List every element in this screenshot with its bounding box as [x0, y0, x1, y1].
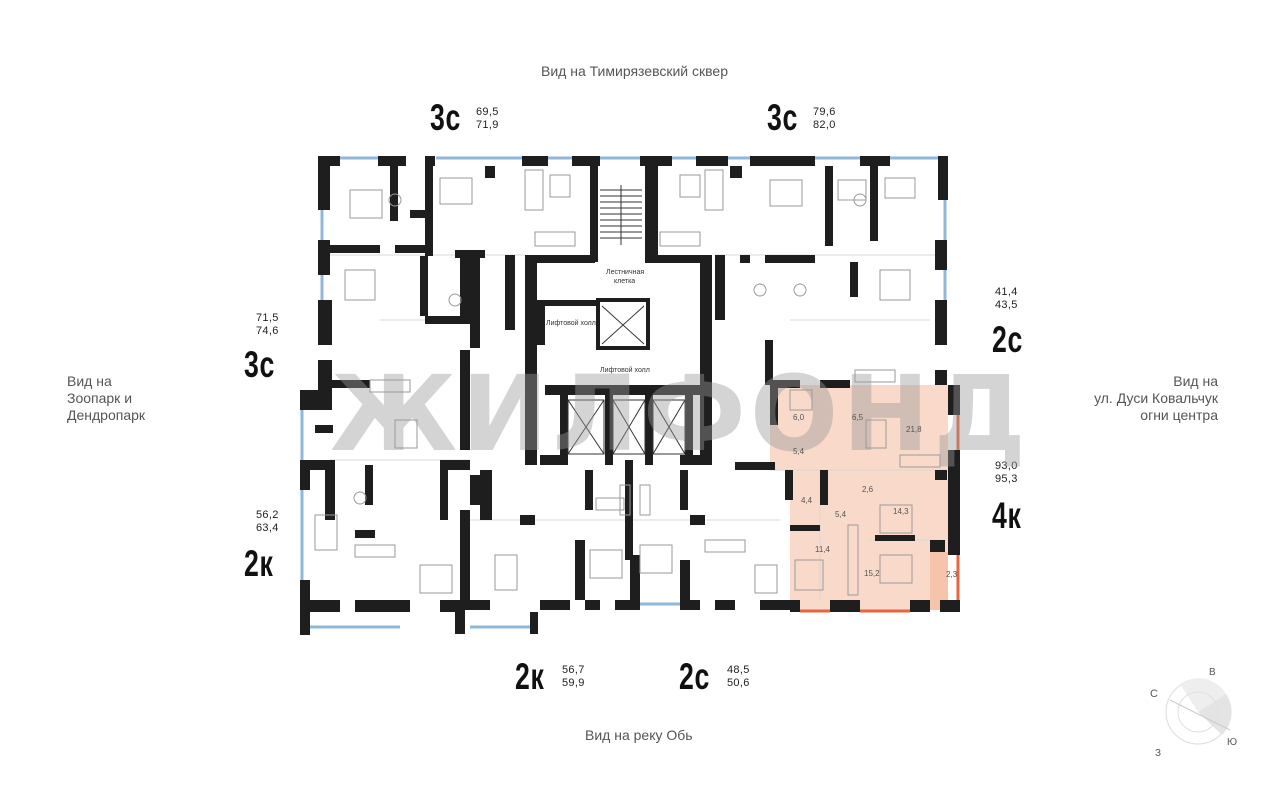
furniture — [314, 169, 941, 596]
apt-type-top-right[interactable]: 3с — [767, 97, 799, 138]
highlighted-room-areas: 6,0 6,5 21,8 5,4 4,4 2,6 5,4 14,3 11,4 1… — [793, 413, 958, 579]
room-area-3: 21,8 — [906, 425, 922, 434]
stairs — [600, 185, 642, 245]
view-left-line-1: Вид на — [67, 373, 112, 389]
apt-type-top-left[interactable]: 3с — [430, 97, 462, 138]
apt-type-bottom-left[interactable]: 2к — [515, 656, 545, 697]
watermark: ЖИЛФОНД — [330, 353, 1030, 475]
elevators — [567, 305, 686, 455]
room-area-2: 6,5 — [852, 413, 864, 422]
apt-type-right-lower[interactable]: 4к — [992, 495, 1022, 536]
stairwell-label: Лестничная клетка — [606, 269, 646, 285]
apt-type-right-upper[interactable]: 2с — [992, 319, 1024, 360]
room-area-8: 14,3 — [893, 507, 909, 516]
windows — [300, 156, 947, 629]
compass-icon — [1165, 678, 1232, 745]
room-area-9: 11,4 — [815, 545, 831, 554]
view-left-line-2: Зоопарк и — [67, 390, 133, 406]
compass-north: С — [1150, 688, 1158, 700]
apt-type-left-lower[interactable]: 2к — [244, 543, 274, 584]
view-left-label: Вид на Зоопарк и Дендропарк — [67, 373, 145, 424]
room-area-11: 2,3 — [946, 570, 958, 579]
view-right-line-1: Вид на — [1173, 373, 1218, 389]
room-area-6: 2,6 — [862, 485, 874, 494]
view-bottom-label: Вид на реку Обь — [585, 727, 693, 743]
walls — [300, 156, 960, 635]
room-area-4: 5,4 — [793, 447, 805, 456]
apt-type-left-upper[interactable]: 3с — [244, 344, 276, 385]
view-right-label: Вид на ул. Дуси Ковальчук огни центра — [1080, 373, 1218, 424]
elevator-hall-2-label: Лифтовой холл — [600, 366, 650, 374]
apt-type-bottom-right[interactable]: 2с — [679, 656, 711, 697]
highlighted-apartment-4k[interactable] — [770, 385, 948, 610]
room-area-1: 6,0 — [793, 413, 805, 422]
compass-east: В — [1209, 667, 1216, 678]
room-area-10: 15,2 — [864, 569, 880, 578]
room-area-7: 5,4 — [835, 510, 847, 519]
view-top-label: Вид на Тимирязевский сквер — [541, 63, 728, 79]
highlighted-windows — [800, 415, 960, 613]
elevator-hall-1-label: Лифтовой холл — [546, 319, 596, 327]
compass-west: З — [1155, 748, 1162, 759]
view-right-line-2: ул. Дуси Ковальчук — [1094, 390, 1218, 406]
room-area-5: 4,4 — [801, 496, 813, 505]
compass-south: Ю — [1227, 737, 1238, 748]
view-left-line-3: Дендропарк — [67, 407, 146, 423]
view-right-line-3: огни центра — [1140, 407, 1218, 423]
